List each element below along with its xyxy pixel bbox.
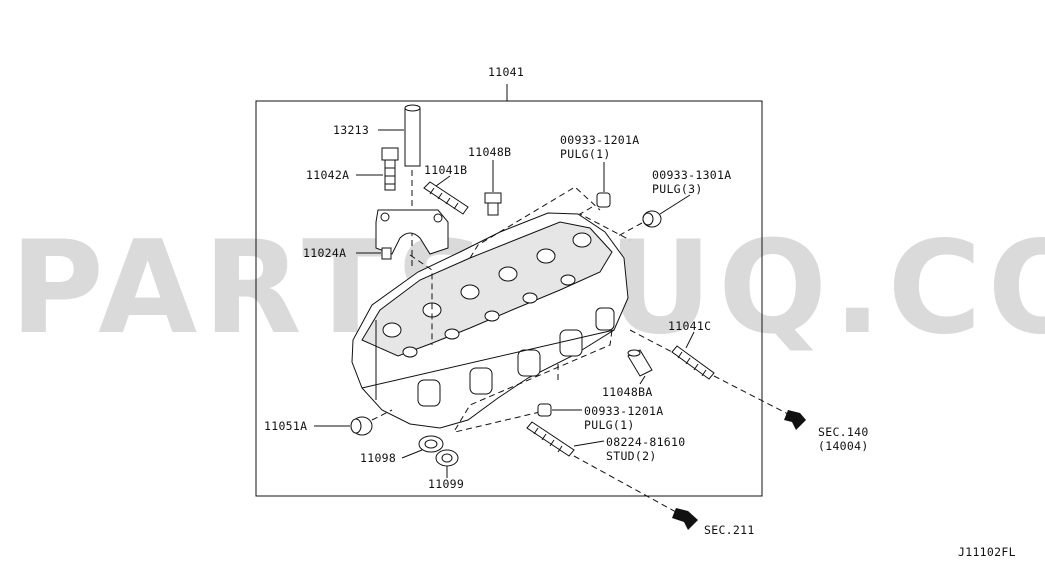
- part-11099-seal[interactable]: [435, 449, 459, 467]
- callout-plug-a-number[interactable]: 00933-1201A: [560, 133, 639, 147]
- callout-11041[interactable]: 11041: [488, 65, 524, 79]
- part-11051A-plug[interactable]: [350, 416, 373, 436]
- part-stud-08224[interactable]: [526, 421, 575, 457]
- callout-11099[interactable]: 11099: [428, 477, 464, 491]
- callout-plug-c-qty: PULG(1): [584, 418, 635, 432]
- part-plug-a[interactable]: [596, 192, 611, 208]
- bore-row: [382, 232, 592, 358]
- port-row: [417, 307, 615, 407]
- part-11048BA-plug[interactable]: [627, 349, 653, 377]
- part-11042A-bolt[interactable]: [381, 147, 399, 191]
- callout-plug-b-number[interactable]: 00933-1301A: [652, 168, 731, 182]
- ref-sec140-code: (14004): [818, 439, 869, 453]
- callout-11051A[interactable]: 11051A: [264, 419, 307, 433]
- callout-11048BA[interactable]: 11048BA: [602, 385, 653, 399]
- callout-11048B[interactable]: 11048B: [468, 145, 511, 159]
- part-11024A-dowel[interactable]: [381, 247, 392, 260]
- callout-plug-b-qty: PULG(3): [652, 182, 703, 196]
- callout-stud-number[interactable]: 08224-81610: [606, 435, 685, 449]
- part-plug-b[interactable]: [642, 210, 662, 228]
- arrow-sec140-icon: [784, 410, 806, 430]
- part-13213-tube[interactable]: [404, 104, 421, 167]
- callout-11041B[interactable]: 11041B: [424, 163, 467, 177]
- arrow-sec211-icon: [672, 508, 698, 530]
- callout-plug-c-number[interactable]: 00933-1201A: [584, 404, 663, 418]
- callout-13213[interactable]: 13213: [333, 123, 369, 137]
- callout-11041C[interactable]: 11041C: [668, 319, 711, 333]
- ref-sec211[interactable]: SEC.211: [704, 523, 755, 537]
- part-11041B-stud[interactable]: [423, 181, 469, 215]
- part-11098-seal[interactable]: [418, 435, 444, 453]
- cylinder-head-body[interactable]: [351, 212, 629, 429]
- callout-11024A[interactable]: 11024A: [303, 246, 346, 260]
- part-11041C-stud[interactable]: [671, 345, 715, 380]
- ref-sec140[interactable]: SEC.140: [818, 425, 869, 439]
- part-plug-c[interactable]: [537, 403, 552, 417]
- callout-plug-a-qty: PULG(1): [560, 147, 611, 161]
- callout-11042A[interactable]: 11042A: [306, 168, 349, 182]
- cam-bracket[interactable]: [375, 209, 449, 255]
- assembly-frame: [255, 100, 763, 497]
- callout-stud-qty: STUD(2): [606, 449, 657, 463]
- part-11048B-plug[interactable]: [484, 192, 502, 216]
- diagram-code: J11102FL: [958, 545, 1016, 559]
- callout-11098[interactable]: 11098: [360, 451, 396, 465]
